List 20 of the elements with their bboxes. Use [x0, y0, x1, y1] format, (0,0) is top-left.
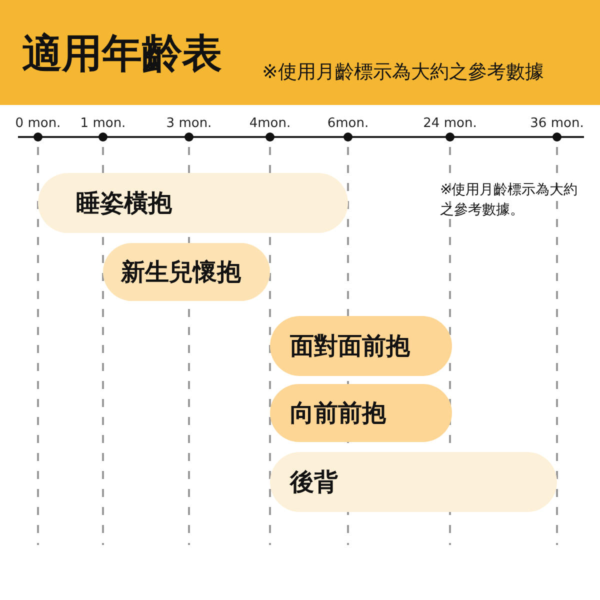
tick-label: 3 mon.: [166, 116, 212, 132]
tick-label: 36 mon.: [530, 116, 584, 132]
tick-label: 24 mon.: [423, 116, 477, 132]
tick-label: 6mon.: [327, 116, 369, 132]
subtitle-note: ※使用月齡標示為大約之參考數據: [262, 60, 544, 84]
footnote: ※使用月齡標示為大約之參考數據。: [440, 181, 579, 220]
bar-label: 睡姿橫抱: [76, 188, 172, 219]
tick-label: 4mon.: [249, 116, 291, 132]
page-title: 適用年齡表: [22, 30, 222, 78]
bar-label: 新生兒懷抱: [121, 257, 241, 288]
bar-label: 向前前抱: [290, 398, 386, 429]
age-range-bar: [38, 173, 348, 233]
tick-label: 0 mon.: [15, 116, 61, 132]
age-range-bar: [270, 384, 452, 442]
age-range-bar: [270, 452, 557, 512]
age-range-bar: [103, 243, 270, 301]
age-range-bar: [270, 316, 452, 376]
tick-label: 1 mon.: [80, 116, 126, 132]
bar-label: 面對面前抱: [290, 331, 410, 362]
bar-label: 後背: [290, 467, 338, 498]
